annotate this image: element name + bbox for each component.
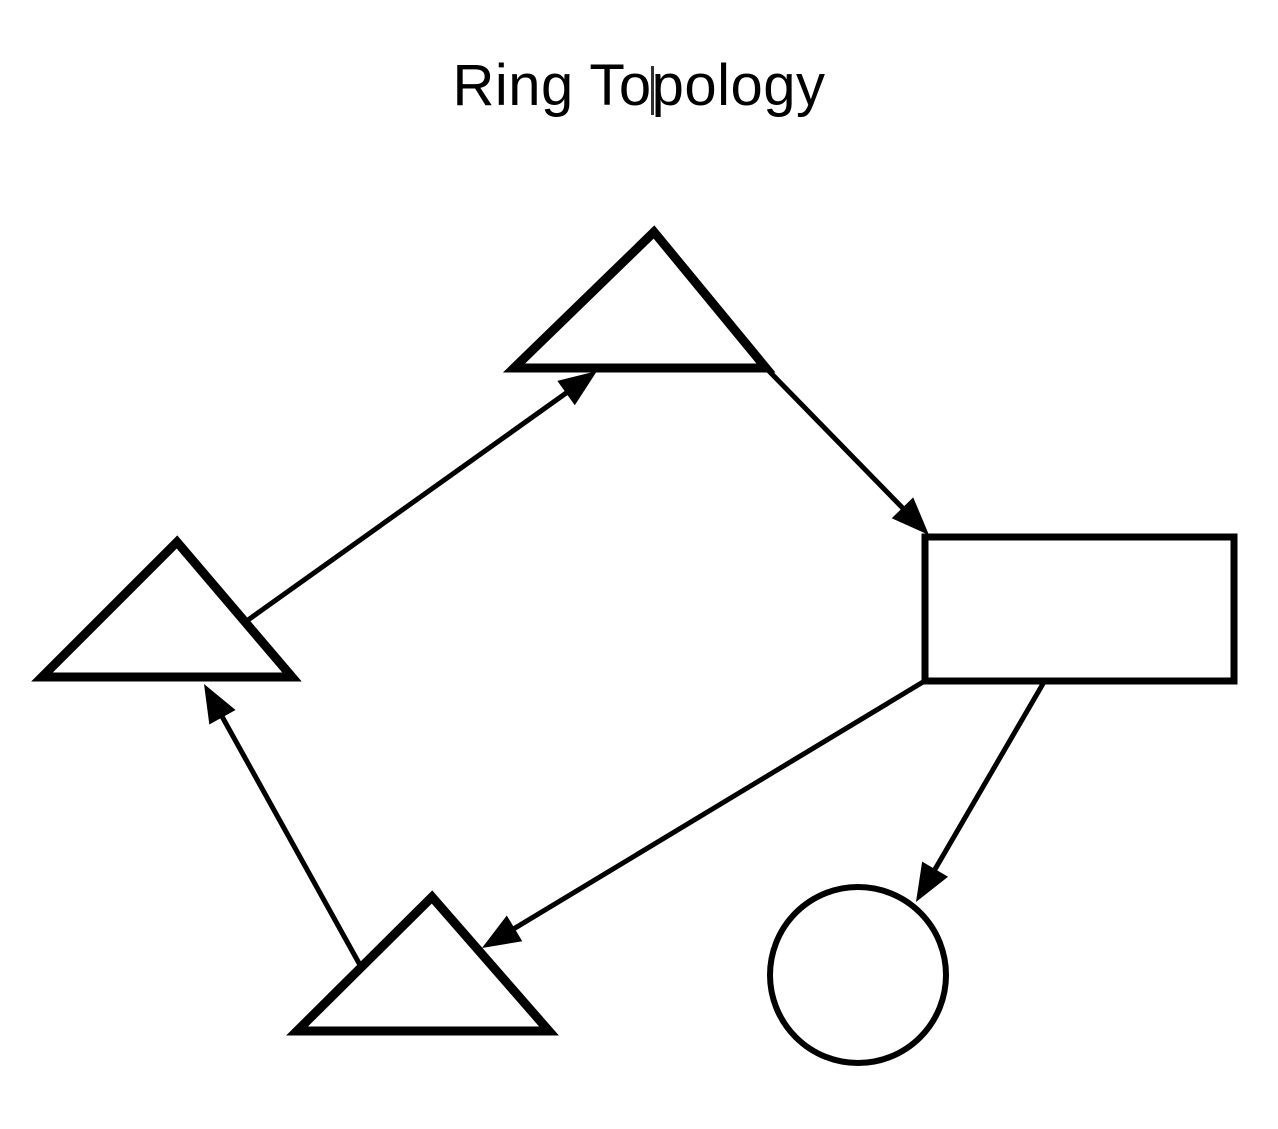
- edge-bottom-triangle-to-left-triangle[interactable]: [204, 684, 363, 967]
- arrowhead-icon: [891, 497, 929, 535]
- circle-node[interactable]: [767, 884, 949, 1066]
- connector-line: [928, 680, 1047, 878]
- text-cursor-caret: [650, 66, 654, 116]
- arrowhead-icon: [482, 915, 523, 948]
- connector-line: [246, 386, 575, 623]
- edge-rectangle-to-circle[interactable]: [916, 680, 1047, 902]
- arrowhead-icon: [916, 861, 949, 902]
- connector-line: [506, 679, 925, 935]
- edge-top-triangle-to-rectangle[interactable]: [764, 366, 929, 535]
- arrowhead-icon: [557, 371, 597, 406]
- triangle-bottom-node[interactable]: [286, 890, 559, 1036]
- connector-line: [216, 709, 363, 967]
- diagram-title[interactable]: Ring Topology: [0, 52, 1278, 119]
- triangle-left-node[interactable]: [31, 535, 302, 682]
- edge-rectangle-to-bottom-triangle[interactable]: [482, 679, 925, 948]
- title-text-after-caret: pology: [651, 53, 826, 118]
- connector-line: [764, 366, 910, 516]
- rectangle-node[interactable]: [921, 533, 1238, 685]
- triangle-top-node[interactable]: [502, 225, 776, 373]
- edge-left-triangle-to-top-triangle[interactable]: [246, 371, 597, 623]
- title-text-before-caret: Ring To: [452, 53, 652, 118]
- arrowhead-icon: [204, 684, 236, 725]
